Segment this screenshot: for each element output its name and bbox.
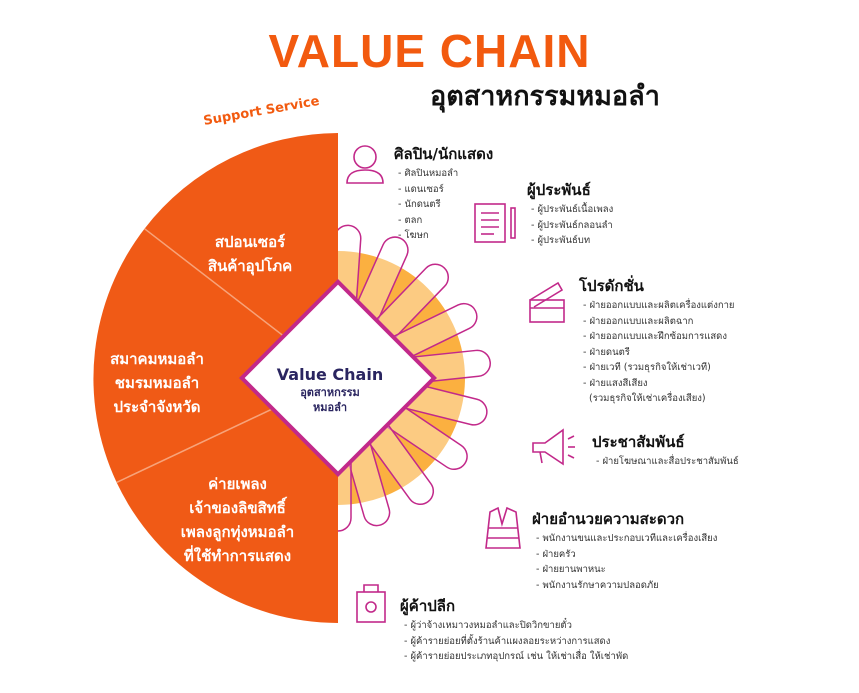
role-item: - ผู้ประพันธ์เนื้อเพลง (531, 204, 614, 215)
support-arc (149, 125, 337, 221)
support-segment-top (144, 133, 338, 378)
segment-line: เพลงลูกทุ่งหมอลำ (180, 523, 295, 541)
role-item: - ฝ่ายออกแบบและฝึกซ้อมการแสดง (583, 331, 727, 342)
megaphone-icon (532, 428, 575, 466)
document-pen-icon (474, 203, 516, 243)
role-item: - นักดนตรี (398, 199, 441, 210)
segment-line: ชมรมหมอลำ (114, 374, 200, 392)
role-item: - ฝ่ายเวที (รวมธุรกิจให้เช่าเวที) (583, 362, 711, 373)
role-item: - ฝ่ายออกแบบและผลิตฉาก (583, 315, 694, 327)
role-item: - ผู้ค้ารายย่อยประเภทอุปกรณ์ เช่น ให้เช่… (404, 651, 629, 662)
segment-line: ที่ใช้ทำการแสดง (183, 547, 292, 565)
role-public-relations: ประชาสัมพันธ์ - ฝ่ายโฆษณาและสื่อประชาสัม… (592, 432, 739, 470)
role-item: - ตลก (398, 214, 423, 226)
page-title: VALUE CHAIN (268, 25, 591, 77)
role-artist: ศิลปิน/นักแสดง - ศิลปินหมอลำ - แดนเซอร์ … (394, 144, 493, 244)
role-item-list: - ศิลปินหมอลำ - แดนเซอร์ - นักดนตรี - ตล… (398, 166, 493, 244)
support-segment-association-label: สมาคมหมอลำ ชมรมหมอลำ ประจำจังหวัด (72, 347, 242, 419)
role-item-list: - ผู้ว่าจ้างเหมาวงหมอลำและปิดวิกขายตั๋ว … (404, 618, 628, 665)
center-subtitle-line: หมอลำ (312, 401, 348, 414)
role-title: ศิลปิน/นักแสดง (394, 145, 494, 163)
support-segment-label-company-label: ค่ายเพลง เจ้าของลิขสิทธิ์ เพลงลูกทุ่งหมอ… (150, 472, 325, 568)
support-segment-sponsor-label: สปอนเซอร์ สินค้าอุปโภค (175, 230, 325, 278)
page-subtitle: อุตสาหกรรมหมอลำ (430, 81, 660, 112)
role-item: - ฝ่ายแสงสีเสียง (583, 377, 648, 389)
role-title: ประชาสัมพันธ์ (592, 433, 685, 451)
role-item: - ฝ่ายออกแบบและผลิตเครื่องแต่งกาย (583, 300, 735, 311)
role-retailer: ผู้ค้าปลีก - ผู้ว่าจ้างเหมาวงหมอลำและปิด… (400, 596, 628, 665)
role-item-list: - พนักงานขนและประกอบเวทีและเครื่องเสียง … (536, 531, 717, 593)
role-item: - ผู้ประพันธ์กลอนลำ (531, 219, 613, 231)
role-item: - ฝ่ายดนตรี (583, 346, 630, 358)
clapperboard-icon (529, 281, 565, 323)
role-item: (รวมธุรกิจให้เช่าเครื่องเสียง) (583, 393, 706, 404)
role-item: - ผู้ว่าจ้างเหมาวงหมอลำและปิดวิกขายตั๋ว (404, 620, 572, 631)
role-facilitation: ฝ่ายอำนวยความสะดวก - พนักงานขนและประกอบเ… (532, 509, 717, 593)
support-segment-bottom (116, 378, 338, 623)
center-title: Value Chain (276, 365, 384, 384)
role-title: ผู้ประพันธ์ (527, 181, 591, 199)
role-item: - ฝ่ายโฆษณาและสื่อประชาสัมพันธ์ (596, 456, 739, 467)
safety-vest-icon (485, 506, 521, 549)
role-composer: ผู้ประพันธ์ - ผู้ประพันธ์เนื้อเพลง - ผู้… (527, 180, 613, 249)
segment-line: สมาคมหมอลำ (110, 350, 204, 368)
role-item: - พนักงานขนและประกอบเวทีและเครื่องเสียง (536, 533, 718, 544)
shopping-bag-icon (356, 584, 386, 623)
person-icon (346, 145, 384, 184)
segment-line: ค่ายเพลง (208, 475, 267, 493)
center-subtitle-line: อุตสาหกรรม (300, 386, 360, 399)
role-item: - ศิลปินหมอลำ (398, 168, 459, 179)
role-item-list: - ผู้ประพันธ์เนื้อเพลง - ผู้ประพันธ์กลอน… (531, 202, 613, 249)
center-diamond (239, 279, 437, 477)
role-production: โปรดักชั่น - ฝ่ายออกแบบและผลิตเครื่องแต่… (579, 276, 735, 407)
center-label: Value Chain อุตสาหกรรม หมอลำ (255, 365, 405, 415)
role-item: - ฝ่ายครัว (536, 548, 576, 560)
role-item: - แดนเซอร์ (398, 183, 444, 195)
role-item-list: - ฝ่ายออกแบบและผลิตเครื่องแต่งกาย - ฝ่าย… (583, 298, 735, 407)
role-item: - โฆษก (398, 230, 429, 241)
role-title: ผู้ค้าปลีก (400, 597, 456, 615)
segment-line: สปอนเซอร์ (214, 233, 286, 251)
role-item: - ฝ่ายยานพาหนะ (536, 564, 606, 575)
role-item: - ผู้ประพันธ์บท (531, 235, 591, 246)
segment-line: สินค้าอุปโภค (207, 257, 293, 275)
role-title: ฝ่ายอำนวยความสะดวก (532, 510, 685, 528)
segment-line: เจ้าของลิขสิทธิ์ (189, 499, 286, 517)
role-item: - ผู้ค้ารายย่อยที่ตั้งร้านค้าแผงลอยระหว่… (404, 635, 611, 647)
role-title: โปรดักชั่น (579, 277, 644, 295)
support-segment-middle (93, 228, 339, 483)
role-item: - พนักงานรักษาความปลอดภัย (536, 579, 659, 591)
segment-line: ประจำจังหวัด (113, 398, 201, 416)
role-item-list: - ฝ่ายโฆษณาและสื่อประชาสัมพันธ์ (596, 454, 739, 470)
